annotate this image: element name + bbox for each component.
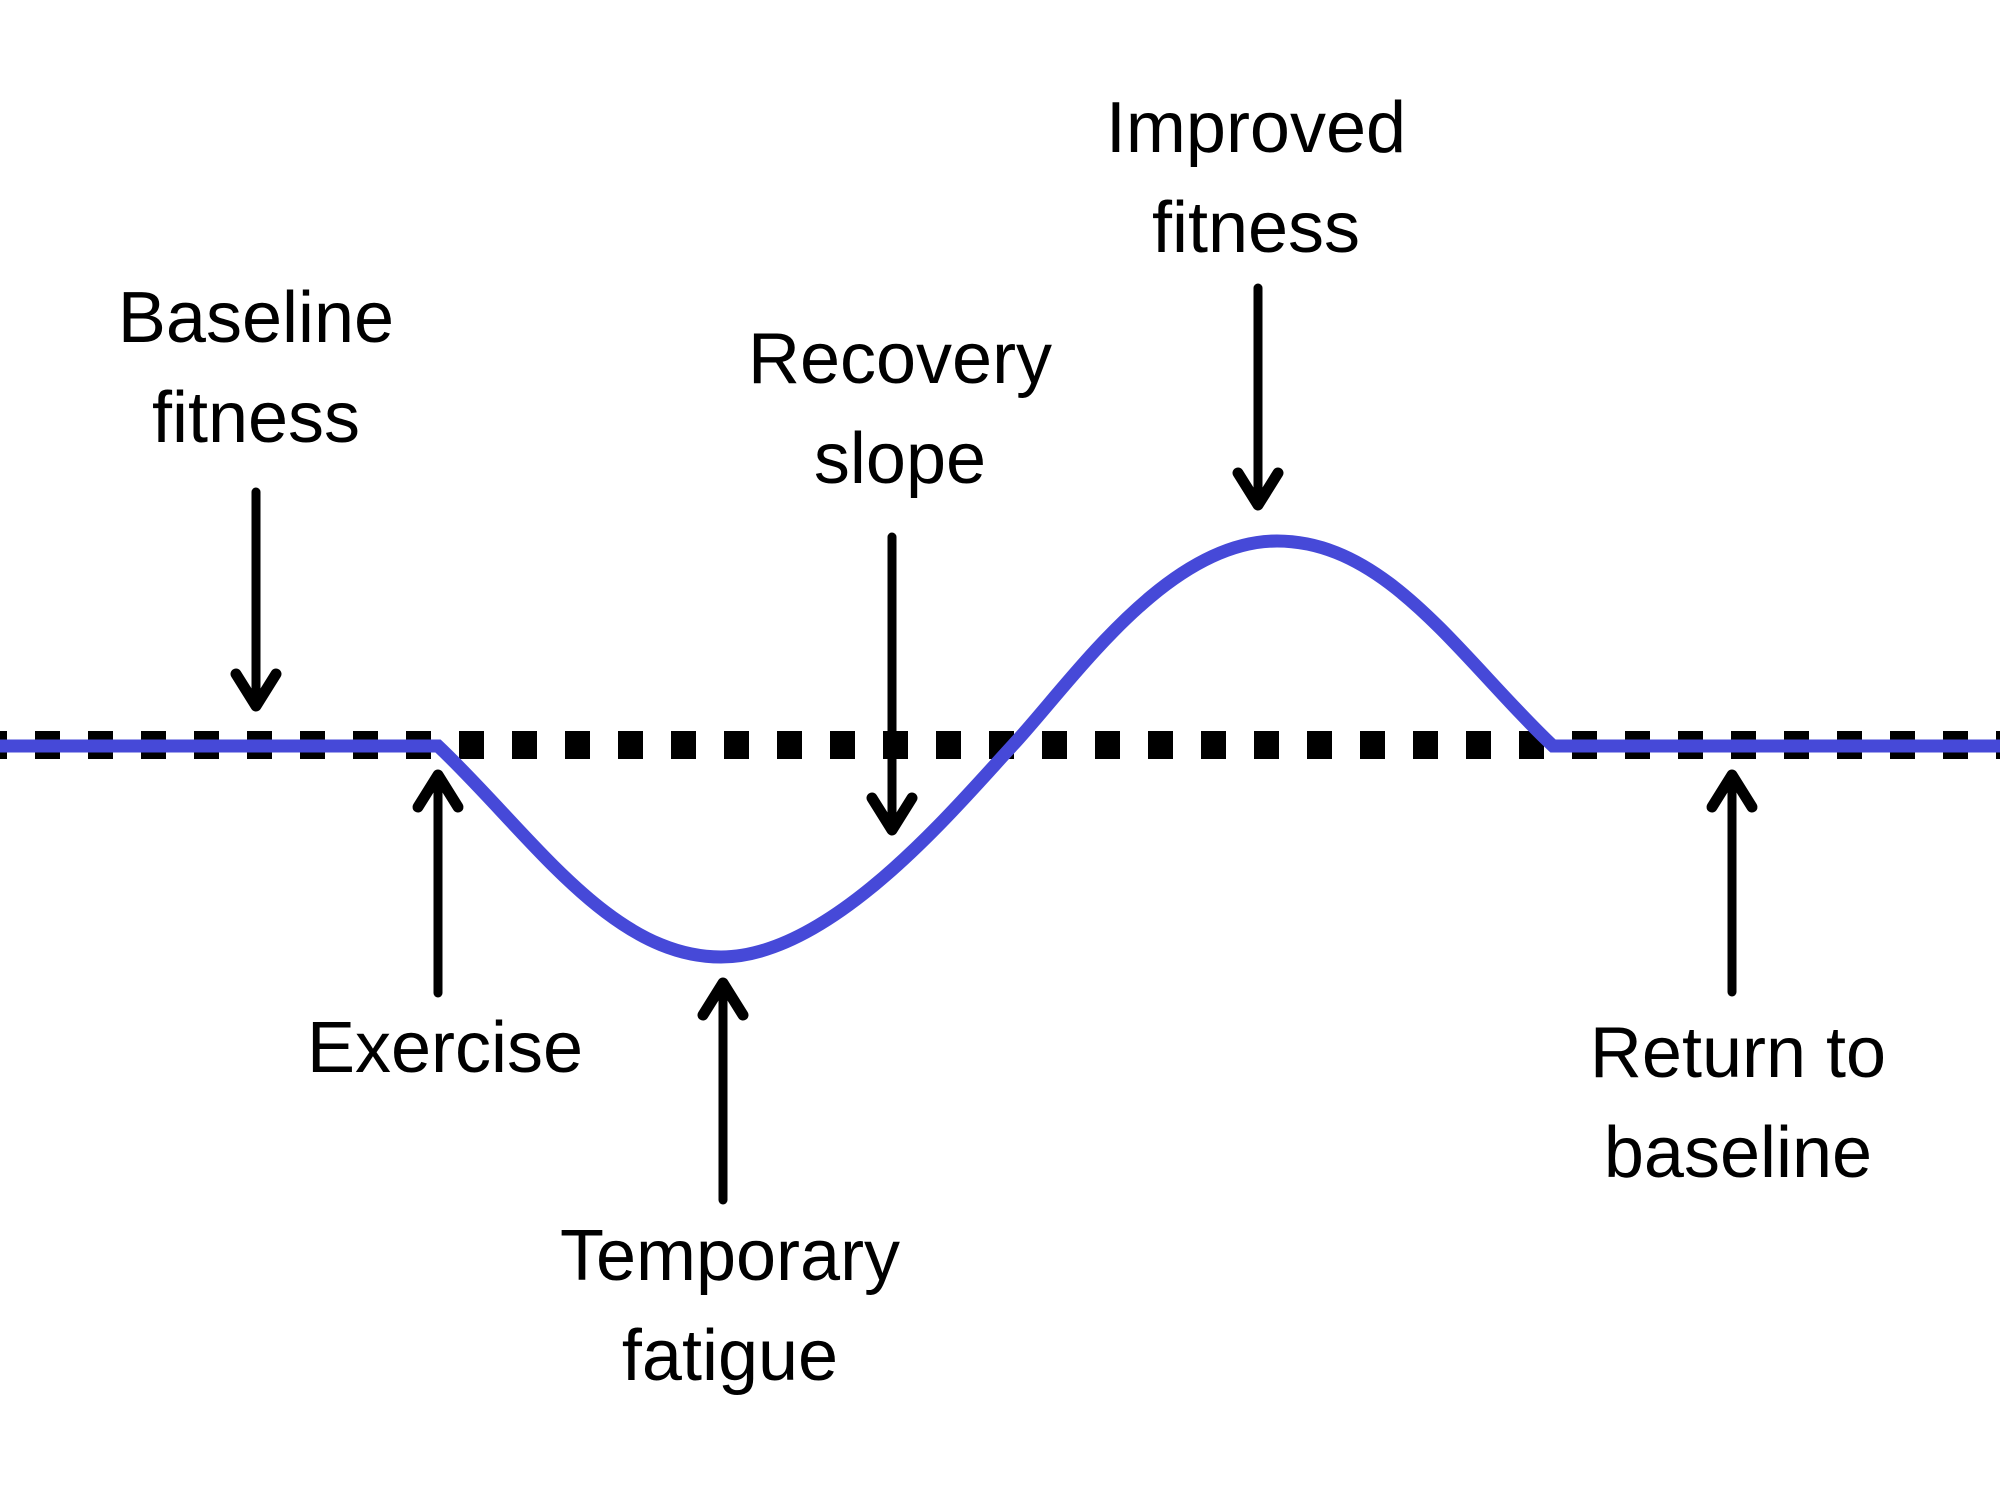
arrow-head [697,977,749,1021]
label-line: fitness [1151,188,1361,268]
recovery-slope-arrow-icon [866,532,918,836]
return-to-baseline-arrow-icon [1706,769,1758,997]
arrow-head [1706,769,1758,813]
arrow-head [866,792,918,836]
label-line: Temporary [559,1216,901,1296]
fitness-curve [0,534,2000,964]
arrow-head [412,769,464,813]
return-to-baseline-label: Return to baseline [1590,1003,1886,1203]
baseline-fitness-arrow-icon [230,487,282,712]
label-line: Improved [1105,88,1407,168]
temporary-fatigue-label: Temporary fatigue [560,1206,900,1406]
label-line: Exercise [306,1008,584,1088]
exercise-label: Exercise [307,998,583,1098]
arrow-head [230,668,282,712]
improved-fitness-arrow-icon [1232,283,1284,511]
baseline-fitness-label: Baseline fitness [118,268,394,468]
label-line: fatigue [621,1316,839,1396]
label-line: slope [813,419,987,499]
improved-fitness-label: Improved fitness [1106,78,1406,278]
label-line: Recovery [747,319,1053,399]
recovery-slope-label: Recovery slope [748,309,1052,509]
label-line: Baseline [117,278,395,358]
label-line: Return to [1589,1013,1887,1093]
arrow-head [1232,467,1284,511]
temporary-fatigue-arrow-icon [697,977,749,1205]
exercise-arrow-icon [412,769,464,998]
label-line: baseline [1603,1113,1873,1193]
label-line: fitness [151,378,361,458]
